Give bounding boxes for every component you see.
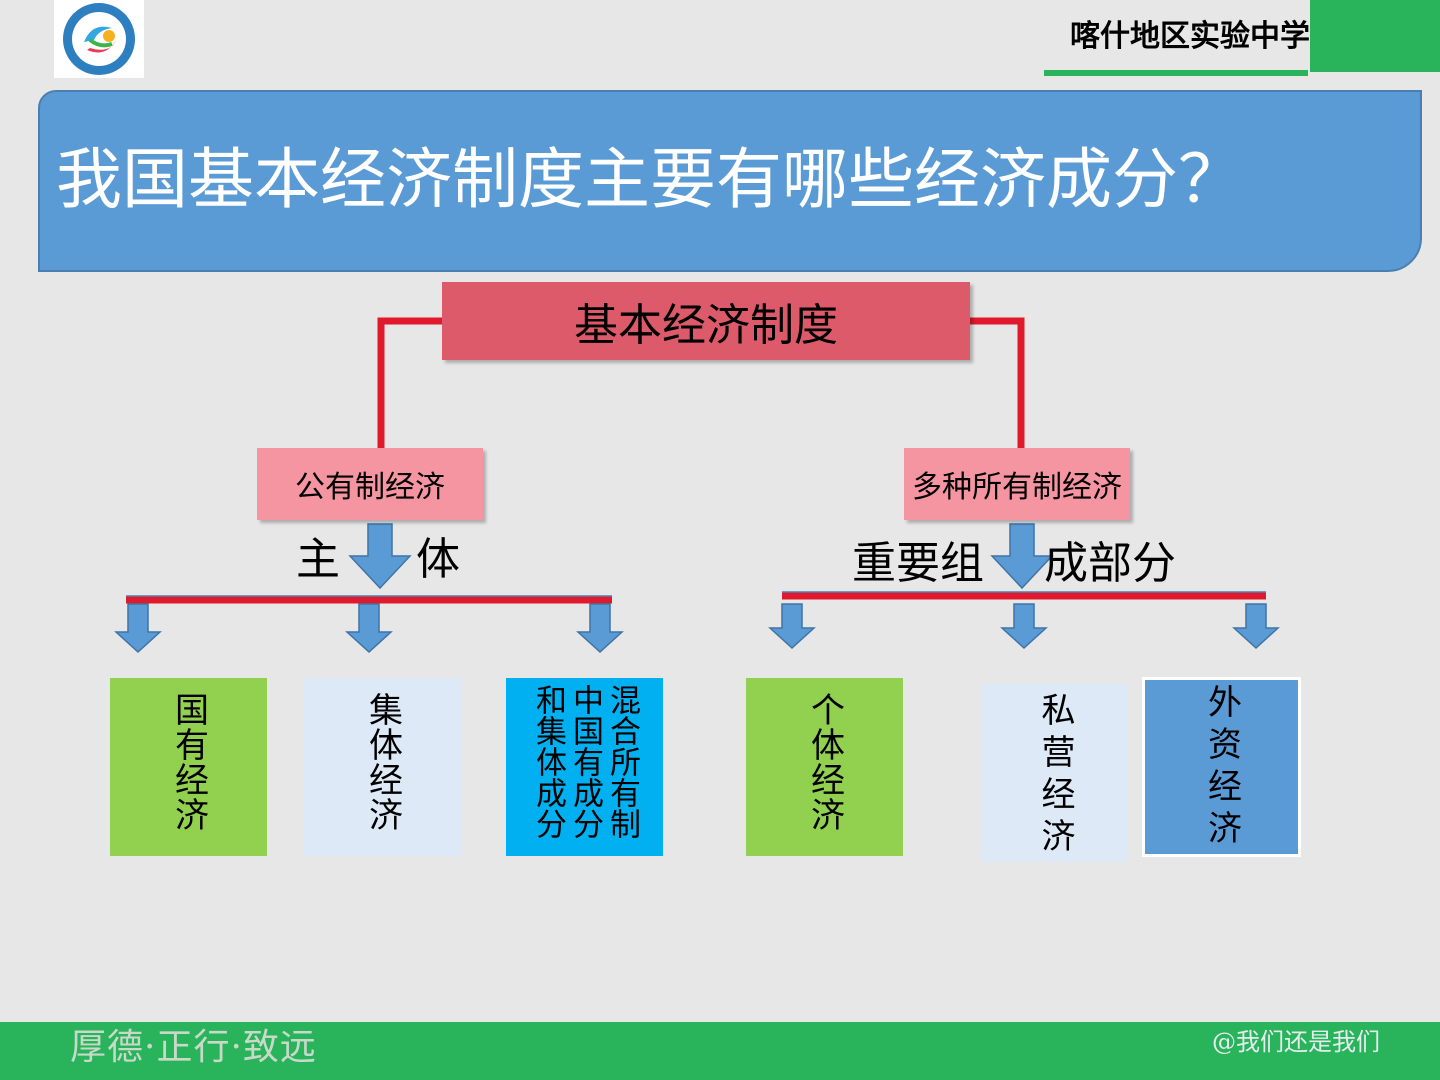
school-name: 喀什地区实验中学 — [1070, 19, 1310, 54]
arrow-item-4 — [768, 603, 816, 650]
item-label: 外资经济 — [1201, 684, 1242, 852]
item-label: 集体经济 — [362, 692, 403, 832]
root-node: 基本经济制度 — [442, 282, 970, 360]
connector-root-left — [377, 317, 442, 450]
school-emblem-icon — [63, 3, 135, 75]
header-corner-block — [1310, 0, 1440, 72]
item-label: 国有经济 — [168, 692, 209, 832]
relation-label-right-a: 重要组 — [852, 538, 984, 589]
school-logo — [54, 0, 144, 78]
arrow-main-right — [990, 523, 1054, 590]
branch-public-ownership: 公有制经济 — [257, 448, 483, 520]
arrow-item-6 — [1232, 603, 1280, 650]
item-mixed-ownership: 混合所有制中国有成分和集体成分 — [506, 678, 663, 856]
item-label: 个体经济 — [804, 692, 845, 832]
arrow-item-1 — [114, 603, 162, 654]
connector-root-right — [970, 317, 1025, 450]
item-label: 私营经济 — [1035, 692, 1075, 860]
footer-bar — [0, 1022, 1440, 1080]
item-label: 混合所有制中国有成分和集体成分 — [530, 684, 640, 839]
item-state-owned: 国有经济 — [110, 678, 267, 856]
footer-motto: 厚德·正行·致远 — [70, 1027, 317, 1068]
item-collective: 集体经济 — [304, 678, 461, 856]
relation-label-left-b: 体 — [416, 534, 460, 585]
arrow-main-left — [348, 523, 412, 590]
arrow-item-3 — [576, 603, 624, 654]
item-private: 私营经济 — [982, 684, 1128, 862]
connector-outline — [126, 591, 1266, 597]
branch-multiple-ownership: 多种所有制经济 — [904, 448, 1130, 520]
header-underline — [1044, 70, 1308, 76]
item-foreign: 外资经济 — [1142, 677, 1301, 857]
arrow-item-2 — [345, 603, 393, 654]
relation-label-left-a: 主 — [296, 534, 340, 585]
item-individual: 个体经济 — [746, 678, 903, 856]
page-title: 我国基本经济制度主要有哪些经济成分？ — [56, 141, 1244, 218]
title-banner — [38, 90, 1422, 272]
connector-lines — [126, 317, 1266, 604]
arrow-item-5 — [1000, 603, 1048, 650]
relation-label-right-b: 成部分 — [1044, 538, 1176, 589]
footer-credit: @我们还是我们 — [1212, 1028, 1380, 1056]
